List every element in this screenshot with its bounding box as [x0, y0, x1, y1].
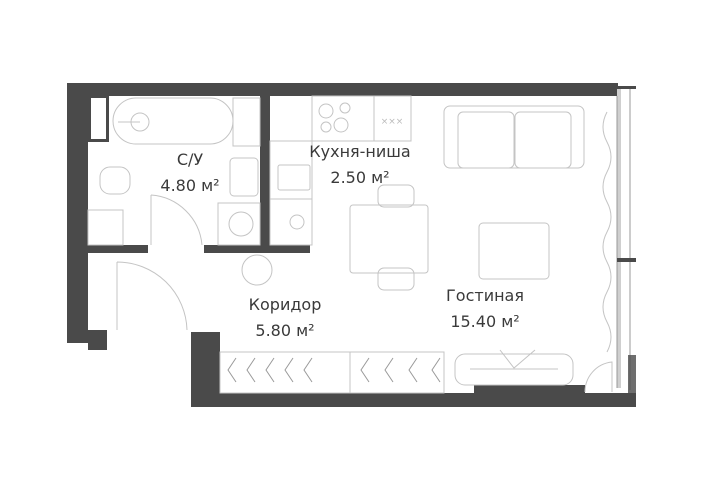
- bathroom-door: [150, 194, 203, 246]
- room-name-corridor: Коридор: [248, 295, 322, 314]
- curtain: [602, 111, 612, 353]
- room-area-living-room: 15.40 м²: [450, 312, 520, 331]
- living-room-furniture: [443, 105, 613, 393]
- room-area-corridor: 5.80 м²: [255, 321, 315, 340]
- kitchen-fixtures: ×××: [269, 95, 429, 291]
- room-area-kitchen: 2.50 м²: [330, 168, 390, 187]
- walls: [67, 83, 636, 407]
- svg-text:×××: ×××: [381, 117, 404, 127]
- corridor-furniture: [116, 254, 445, 394]
- room-name-living-room: Гостиная: [446, 286, 524, 305]
- room-name-bathroom: С/У: [176, 150, 204, 169]
- room-name-kitchen: Кухня-ниша: [309, 142, 411, 161]
- bathroom-fixtures: [87, 97, 261, 246]
- window: [616, 86, 636, 405]
- room-area-bathroom: 4.80 м²: [160, 176, 220, 195]
